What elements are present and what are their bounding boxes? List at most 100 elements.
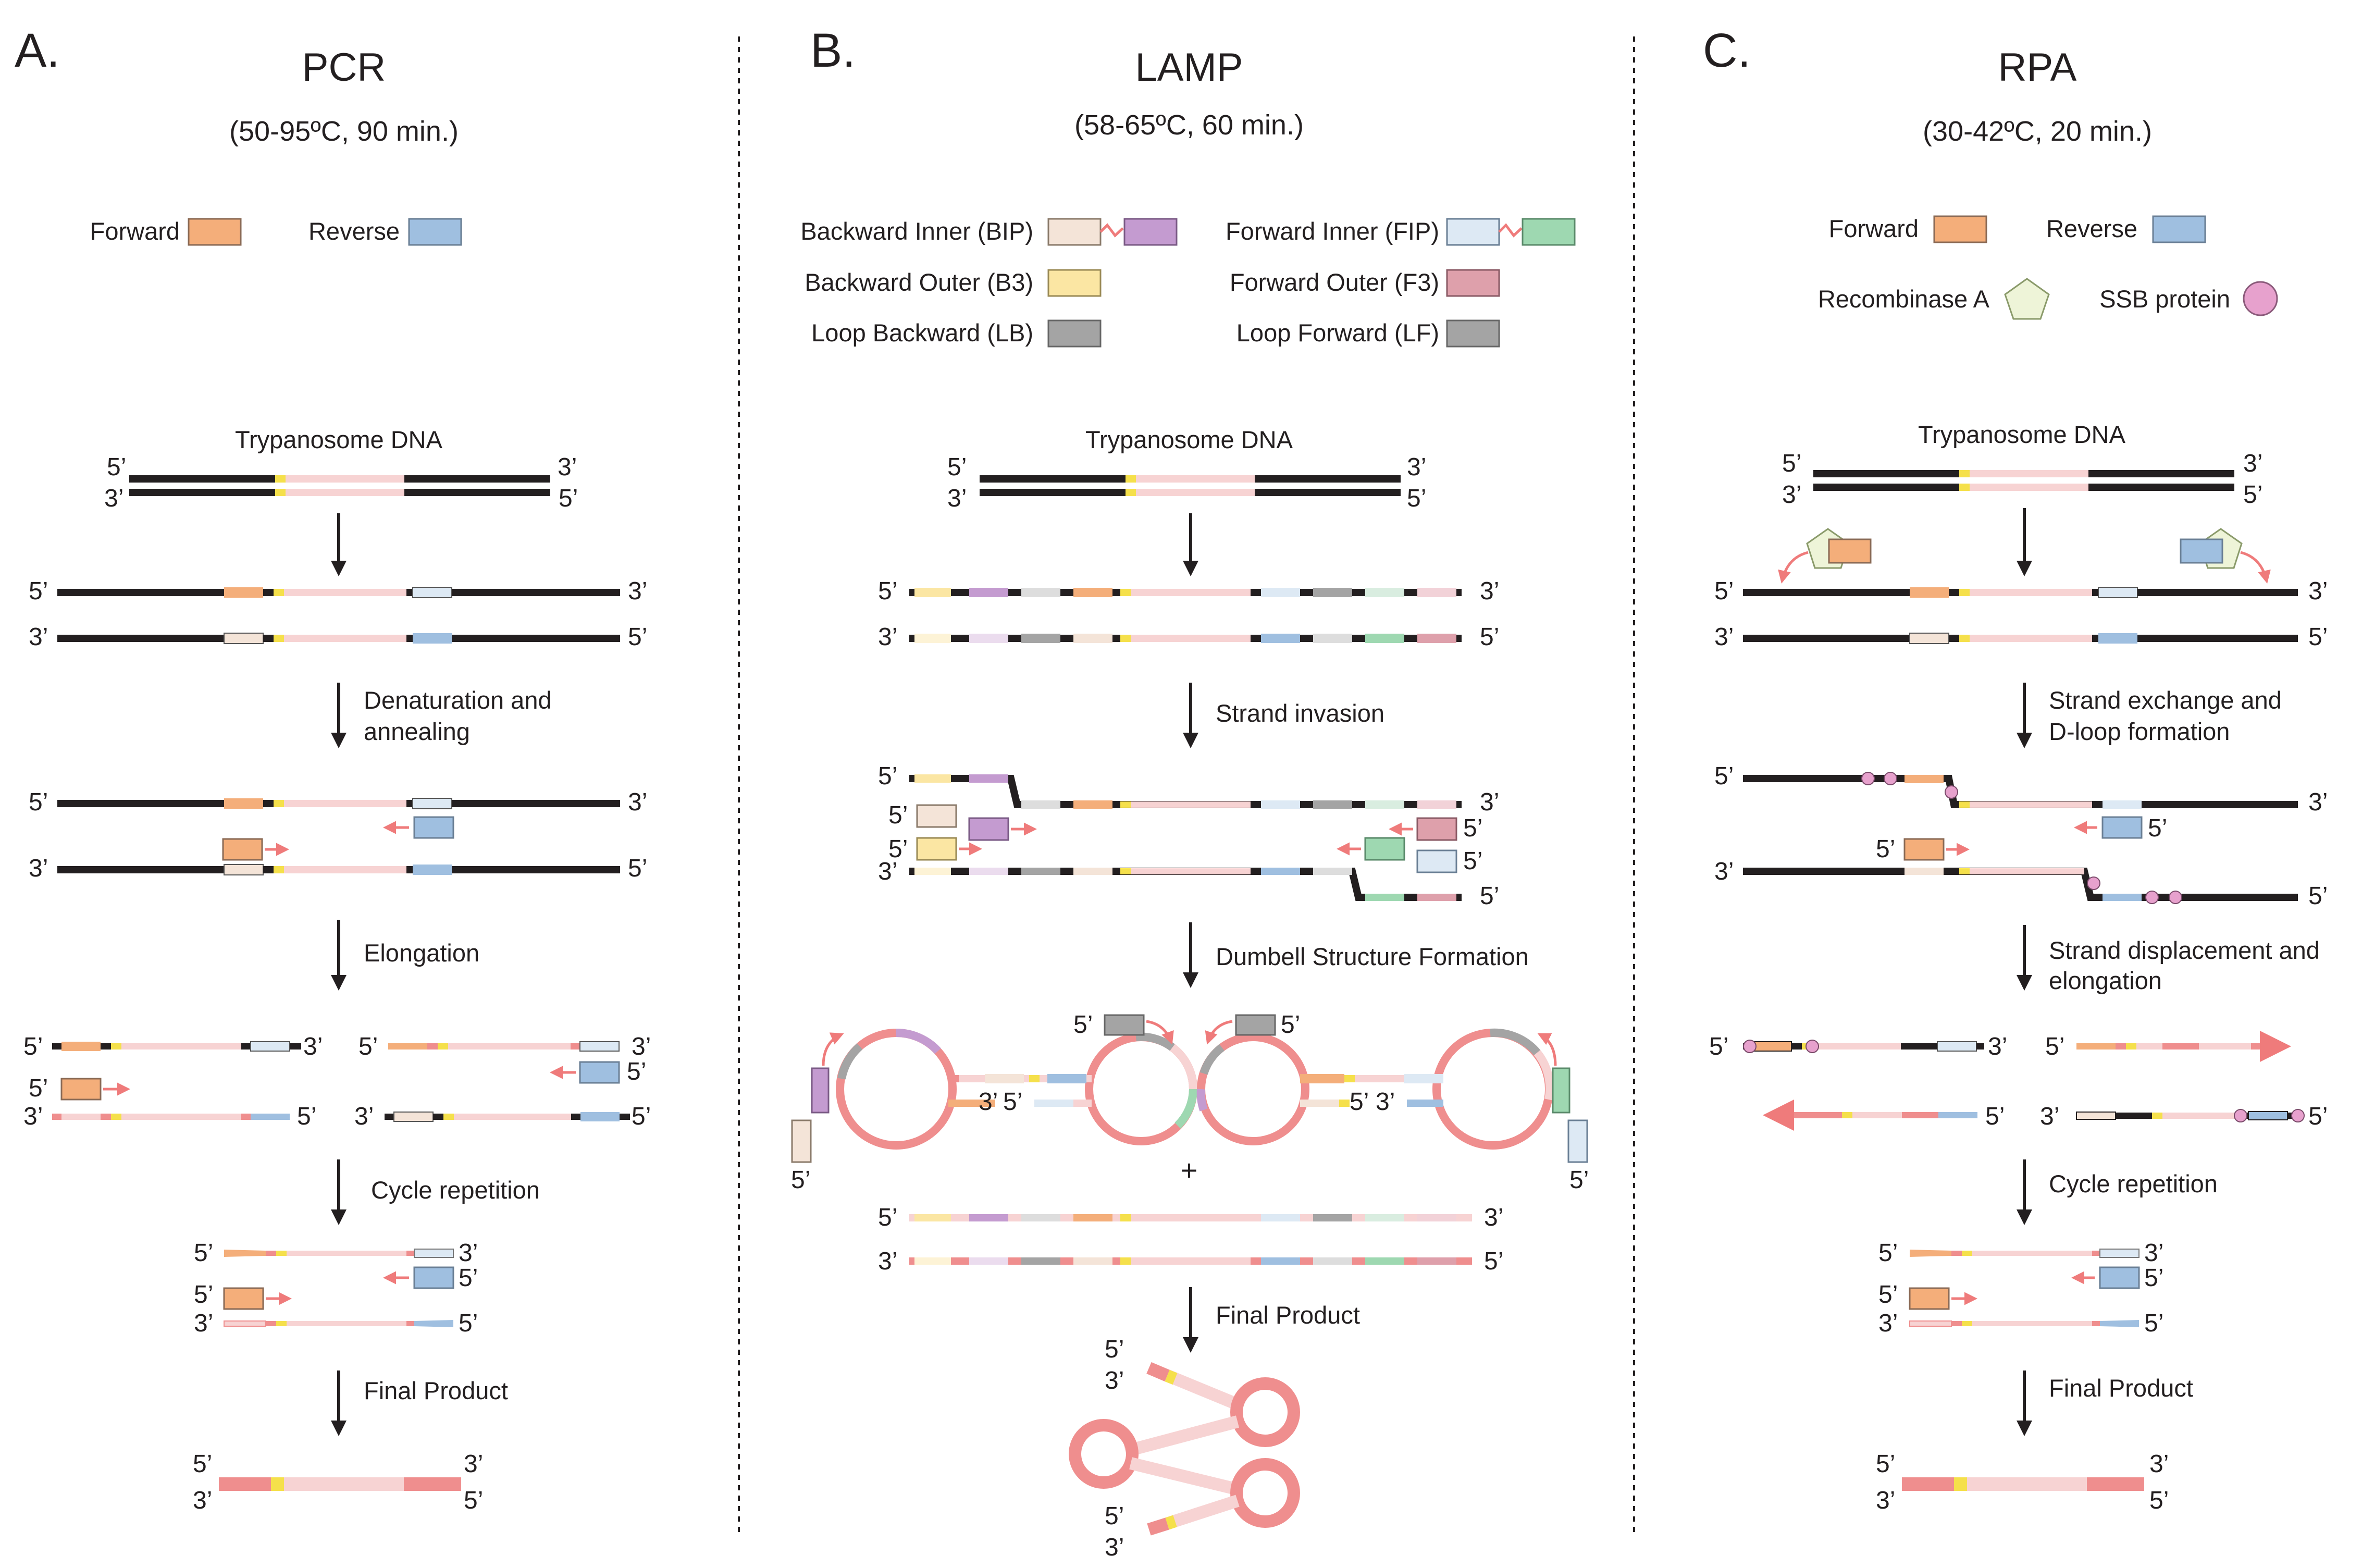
five-prime-end-label: 5’ bbox=[2149, 1487, 2169, 1514]
step-label: Cycle repetition bbox=[371, 1176, 540, 1204]
three-prime-end-label: 3’ bbox=[878, 858, 897, 885]
three-prime-end-label: 3’ bbox=[193, 1487, 212, 1514]
five-prime-end-label: 5’ bbox=[1876, 1450, 1895, 1478]
three-prime-end-label: 3’ bbox=[1714, 858, 1734, 885]
five-prime-end-label: 5’ bbox=[459, 1264, 478, 1292]
method-conditions: (50-95ºC, 90 min.) bbox=[229, 116, 459, 147]
three-prime-end-label: 3’ bbox=[194, 1310, 213, 1337]
three-prime-end-label: 3’ bbox=[2144, 1239, 2163, 1267]
step-label: Denaturation and bbox=[364, 686, 552, 714]
three-prime-end-label: 3’ bbox=[2308, 577, 2328, 605]
three-prime-end-label: 3’ bbox=[1988, 1033, 2007, 1060]
three-prime-end-label: 3’ bbox=[1782, 481, 1801, 509]
five-prime-end-label: 5’ bbox=[107, 453, 126, 481]
legend-f3-swatch bbox=[1446, 269, 1500, 297]
step-label: Strand invasion bbox=[1216, 699, 1384, 727]
five-prime-end-label: 5’ bbox=[627, 1058, 646, 1085]
legend-fip-label: Forward Inner (FIP) bbox=[1226, 217, 1439, 245]
strand-invasion-stage: 5’ 3’ 5’ 5’ 5’ 5’ 3’ 5’ bbox=[878, 762, 1499, 910]
five-prime-end-label: 5’ bbox=[297, 1103, 316, 1130]
three-prime-end-label: 3’ bbox=[2243, 450, 2262, 477]
five-prime-end-label: 5’ bbox=[1105, 1502, 1124, 1530]
legend-lb-swatch bbox=[1047, 319, 1102, 348]
legend-recombinase-label: Recombinase A bbox=[1818, 285, 1990, 313]
five-prime-end-label: 5’ bbox=[1709, 1033, 1728, 1060]
step-label: elongation bbox=[2049, 967, 2162, 994]
template-dna: 5’ 3’ 3’ 5’ bbox=[1782, 450, 2262, 509]
three-prime-end-label: 3’ bbox=[878, 623, 897, 651]
legend-fip-loop-swatch bbox=[1522, 218, 1576, 246]
panel-letter: B. bbox=[810, 24, 856, 77]
five-prime-end-label: 5’ bbox=[2308, 882, 2328, 910]
five-prime-end-label: 5’ bbox=[1105, 1336, 1124, 1363]
three-prime-end-label: 3’ bbox=[1105, 1367, 1124, 1394]
recombinase-icon bbox=[2004, 278, 2050, 320]
five-prime-end-label: 5’ bbox=[1480, 882, 1499, 910]
three-prime-end-label: 3’ bbox=[1876, 1487, 1895, 1514]
five-prime-end-label: 5’ bbox=[2045, 1033, 2064, 1060]
five-prime-end-label: 5’ bbox=[2243, 481, 2262, 509]
three-prime-end-label: 3’ bbox=[354, 1103, 374, 1130]
method-conditions: (58-65ºC, 60 min.) bbox=[1074, 109, 1304, 141]
five-prime-end-label: 5’ bbox=[29, 577, 48, 605]
panel-letter: C. bbox=[1703, 24, 1751, 77]
five-prime-end-label: 5’ bbox=[1003, 1088, 1022, 1116]
denatured-strands: 5’ 3’ 3’ 5’ bbox=[29, 577, 647, 651]
method-conditions: (30-42ºC, 20 min.) bbox=[1923, 116, 2152, 147]
final-product: 5’ 3’ 3’ 5’ bbox=[193, 1450, 483, 1514]
five-prime-end-label: 5’ bbox=[1878, 1281, 1898, 1308]
five-prime-end-label: 5’ bbox=[29, 1075, 48, 1102]
dna-label: Trypanosome DNA bbox=[1085, 426, 1293, 453]
three-prime-end-label: 3’ bbox=[628, 577, 647, 605]
legend-forward-label: Forward bbox=[1829, 215, 1919, 242]
method-title: RPA bbox=[1998, 45, 2077, 90]
cycle-repetition-stage: 5’ 3’ 5’ 5’ 3’ 5’ bbox=[1878, 1239, 2163, 1337]
five-prime-end-label: 5’ bbox=[888, 835, 908, 863]
legend-b3-label: Backward Outer (B3) bbox=[805, 268, 1033, 296]
plus-sign: + bbox=[1181, 1154, 1198, 1187]
five-prime-end-label: 5’ bbox=[1281, 1011, 1300, 1039]
legend: Backward Inner (BIP) Backward Outer (B3)… bbox=[800, 217, 1576, 348]
legend-reverse-label: Reverse bbox=[308, 217, 400, 245]
legend-forward-label: Forward bbox=[90, 217, 180, 245]
three-prime-end-label: 3’ bbox=[1480, 788, 1499, 816]
template-dna: 5’ 3’ 3’ 5’ bbox=[104, 453, 578, 512]
legend-ssb-label: SSB protein bbox=[2099, 285, 2230, 313]
five-prime-end-label: 5’ bbox=[878, 1204, 897, 1231]
five-prime-end-label: 5’ bbox=[459, 1310, 478, 1337]
five-prime-end-label: 5’ bbox=[791, 1166, 810, 1194]
five-prime-end-label: 5’ bbox=[193, 1450, 212, 1478]
three-prime-end-label: 3’ bbox=[459, 1239, 478, 1267]
step-label: Cycle repetition bbox=[2049, 1170, 2218, 1197]
five-prime-end-label: 5’ bbox=[1350, 1088, 1369, 1116]
five-prime-end-label: 5’ bbox=[1876, 835, 1895, 863]
lamp-final-product: 5’ 3’ 5’ 3’ bbox=[1069, 1336, 1300, 1561]
step-label: annealing bbox=[364, 718, 470, 745]
dna-label: Trypanosome DNA bbox=[1918, 421, 2126, 448]
step-label: D-loop formation bbox=[2049, 718, 2230, 745]
three-prime-end-label: 3’ bbox=[558, 453, 577, 481]
three-prime-end-label: 3’ bbox=[29, 855, 48, 882]
five-prime-end-label: 5’ bbox=[1714, 577, 1734, 605]
five-prime-end-label: 5’ bbox=[628, 623, 647, 651]
legend-reverse-swatch bbox=[2152, 215, 2206, 243]
three-prime-end-label: 3’ bbox=[1376, 1088, 1395, 1116]
legend-bip-label: Backward Inner (BIP) bbox=[800, 217, 1033, 245]
three-prime-end-label: 3’ bbox=[1484, 1204, 1503, 1231]
annealing-stage: 5’ 3’ 3’ 5’ bbox=[29, 788, 647, 882]
step-label: Strand displacement and bbox=[2049, 936, 2320, 964]
dumbbell-structures: 5’ 3’ 5’ 5’ 5’ 3’ 5’ 5’ + bbox=[791, 1011, 1589, 1194]
primer-binding-strands: 5’ 3’ 3’ 5’ bbox=[878, 577, 1499, 651]
three-prime-end-label: 3’ bbox=[104, 485, 123, 512]
three-prime-end-label: 3’ bbox=[1407, 453, 1426, 481]
legend-reverse-swatch bbox=[408, 218, 462, 246]
three-prime-end-label: 3’ bbox=[1480, 577, 1499, 605]
five-prime-end-label: 5’ bbox=[1073, 1011, 1093, 1039]
legend-b3-swatch bbox=[1047, 269, 1102, 297]
legend: Forward Reverse bbox=[90, 217, 462, 246]
three-prime-end-label: 3’ bbox=[1714, 623, 1734, 651]
recombinase-loading: 5’ 3’ 3’ 5’ bbox=[1714, 528, 2328, 651]
elongation-stage: 5’ 3’ 5’ 3’ 5’ 5’ 3’ 5’ 3’ 5’ bbox=[23, 1033, 651, 1130]
three-prime-end-label: 3’ bbox=[23, 1103, 43, 1130]
legend-forward-swatch bbox=[188, 218, 242, 246]
